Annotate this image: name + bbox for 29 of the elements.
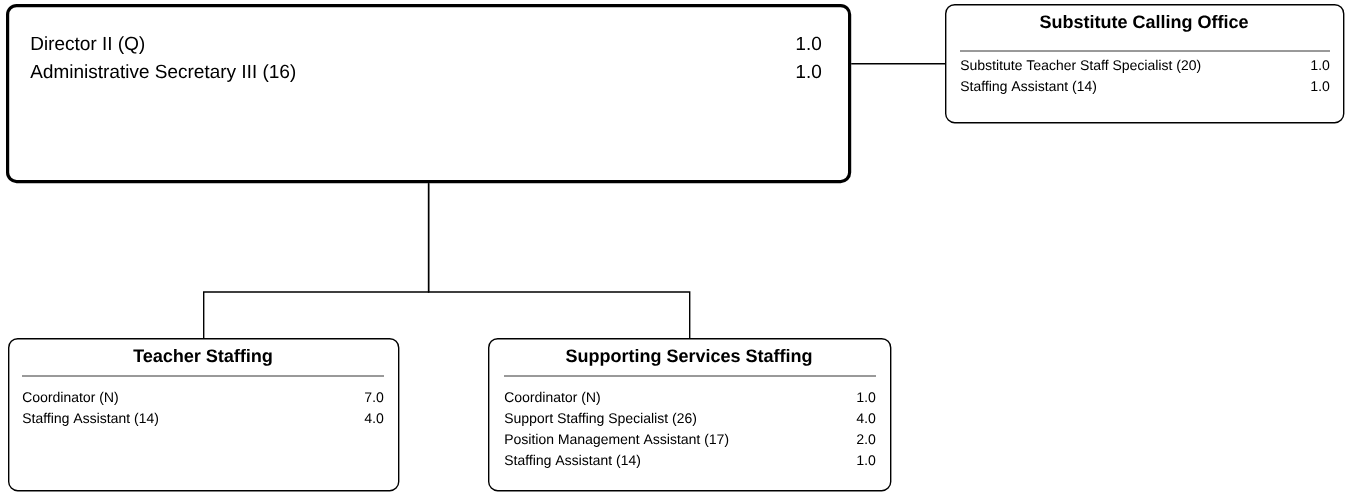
position-title: Substitute Teacher Staff Specialist (20)	[960, 59, 1201, 73]
fte-value: 1.0	[1311, 81, 1330, 92]
box-heading: Substitute Calling Office	[1040, 14, 1248, 32]
position-title: Staffing Assistant (14)	[22, 412, 158, 426]
fte-value: 1.0	[796, 36, 822, 51]
position-title: Support Staffing Specialist (26)	[504, 412, 697, 426]
fte-value: 4.0	[364, 413, 384, 424]
position-title: Coordinator (N)	[504, 391, 600, 405]
connector-line	[427, 182, 691, 339]
fte-value: 2.0	[857, 434, 876, 445]
position-title: Staffing Assistant (14)	[960, 80, 1096, 94]
fte-value: 4.0	[856, 413, 876, 424]
connector-line	[850, 63, 946, 65]
fte-value: 7.0	[365, 392, 384, 403]
fte-value: 1.0	[857, 455, 876, 466]
org-box	[6, 4, 852, 184]
box-heading: Supporting Services Staffing	[566, 348, 812, 366]
org-box	[8, 338, 400, 492]
position-title: Coordinator (N)	[22, 391, 118, 405]
box-heading: Teacher Staffing	[133, 348, 272, 366]
fte-value: 1.0	[857, 392, 876, 403]
org-box	[945, 4, 1345, 124]
fte-value: 1.0	[796, 64, 822, 79]
org-box	[488, 338, 892, 492]
position-title: Staffing Assistant (14)	[504, 454, 640, 468]
position-title: Position Management Assistant (17)	[505, 433, 729, 447]
position-title: Administrative Secretary III (16)	[30, 64, 296, 82]
position-title: Director II (Q)	[31, 36, 145, 54]
fte-value: 1.0	[1311, 60, 1330, 71]
